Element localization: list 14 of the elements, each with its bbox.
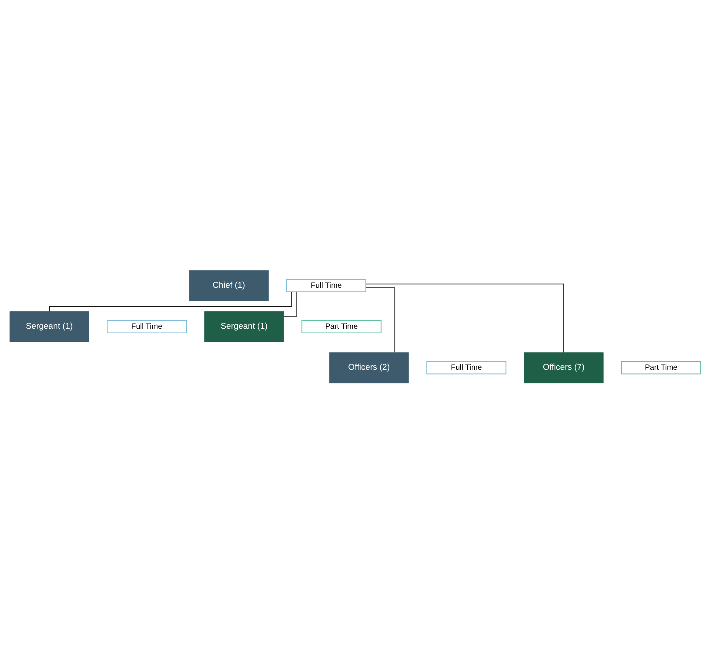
node-box: Full Time — [426, 361, 507, 374]
node-box: Officers (7) — [524, 352, 604, 384]
connector — [366, 287, 396, 353]
node-box: Full Time — [106, 320, 187, 334]
node-box: Chief (1) — [189, 270, 269, 301]
node-box: Part Time — [302, 320, 382, 334]
node-box: Part Time — [621, 361, 702, 374]
node-box: Full Time — [286, 278, 366, 292]
connector — [284, 291, 298, 316]
node-box: Officers (2) — [329, 352, 410, 384]
node-box: Sergeant (1) — [204, 311, 284, 342]
node-box: Sergeant (1) — [10, 311, 90, 342]
connector — [366, 283, 564, 353]
connector — [49, 291, 292, 312]
